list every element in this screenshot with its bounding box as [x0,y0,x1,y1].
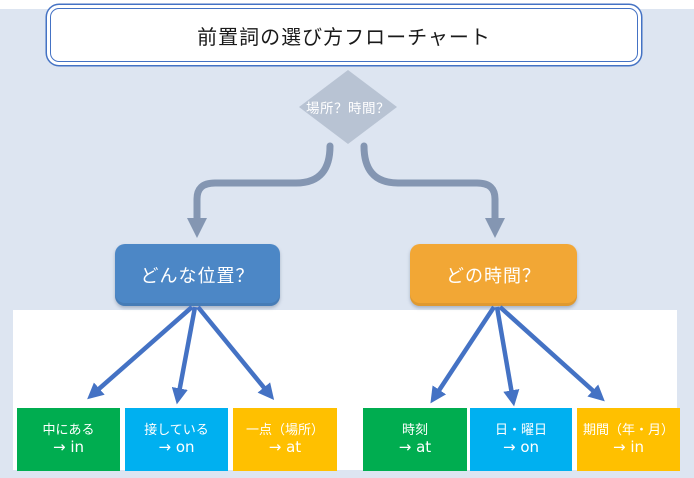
question-box-position: どんな位置？ [115,244,280,306]
leaf-preposition: → at [398,438,432,456]
leaf-preposition: → in [52,438,84,456]
leaf-preposition: → at [268,438,302,456]
page-title: 前置詞の選び方フローチャート [197,24,491,49]
question-box-time-label: どの時間？ [446,266,541,287]
leaf-point-at: 一点（場所） → at [233,408,337,471]
leaf-label: 期間（年・月） [582,423,674,438]
question-box-time: どの時間？ [410,244,577,306]
leaf-preposition: → in [612,438,644,456]
leaf-label: 時刻 [401,423,428,438]
leaf-preposition: → on [158,438,195,456]
decision-diamond-label: 場所？時間？ [306,101,390,117]
leaf-label: 一点（場所） [245,423,324,438]
leaf-label: 中にある [42,423,95,438]
leaf-touching-on: 接している → on [125,408,228,471]
title-box: 前置詞の選び方フローチャート [50,8,638,62]
leaf-clock-at: 時刻 → at [363,408,467,471]
leaf-label: 日・曜日 [494,423,547,438]
leaf-inside-in: 中にある → in [17,408,120,471]
leaf-label: 接している [144,423,209,438]
leaf-period-in: 期間（年・月） → in [577,408,680,471]
question-box-position-label: どんな位置？ [140,266,255,287]
leaf-preposition: → on [502,438,540,456]
leaf-day-on: 日・曜日 → on [470,408,572,471]
